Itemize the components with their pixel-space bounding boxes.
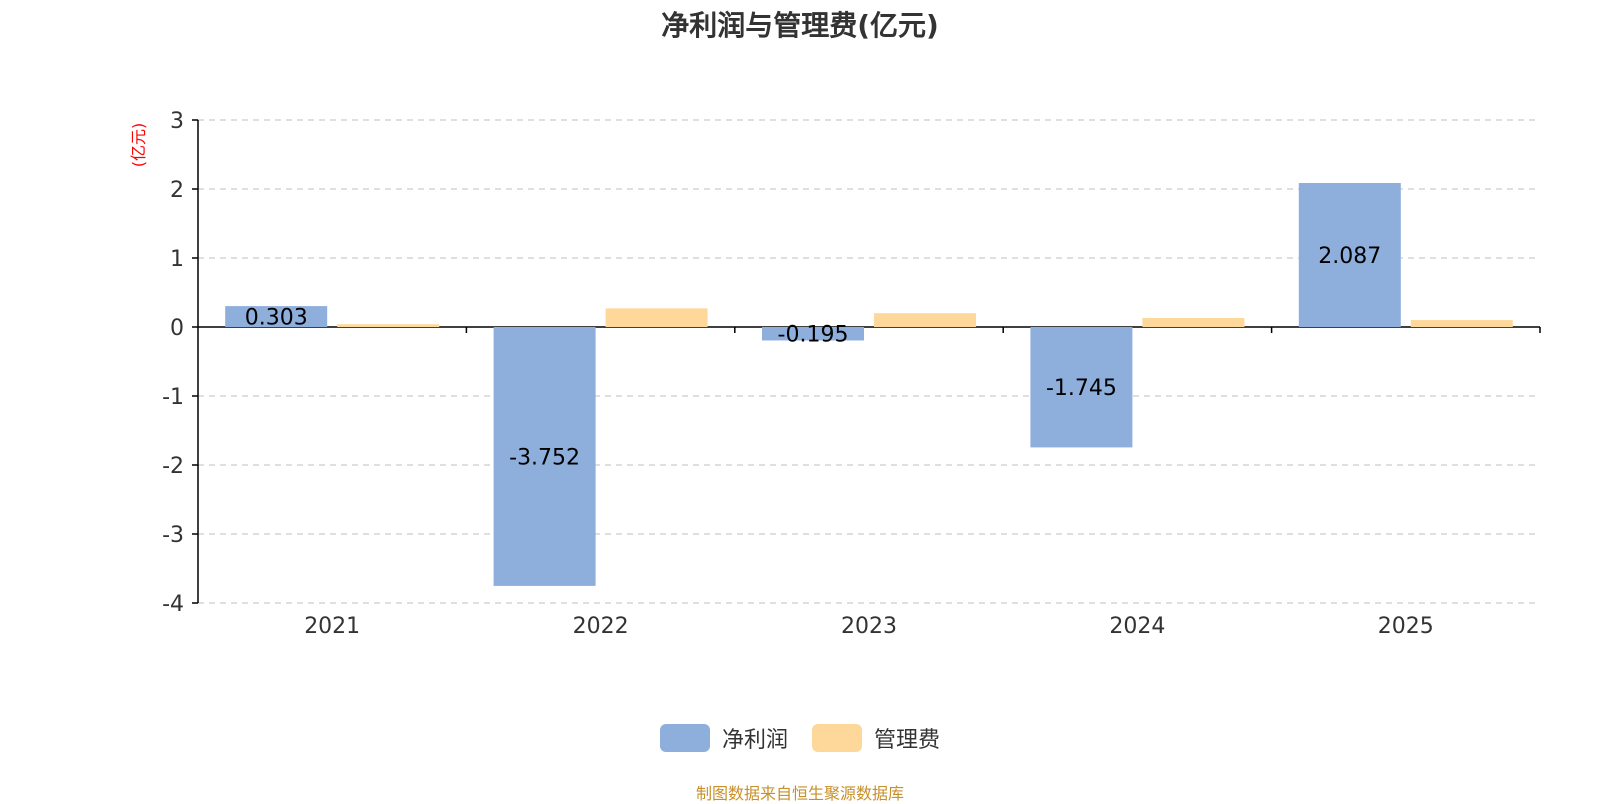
bar-admin-expense[interactable] [337,324,440,327]
x-tick-label: 2025 [1378,614,1434,639]
legend-item-admin-expense[interactable]: 管理费 [812,722,940,754]
y-tick-label: 3 [170,109,184,134]
data-labels: 0.303 -3.752 -0.195 -1.745 2.087 [245,244,1382,470]
y-tick-label: 0 [170,316,184,341]
legend-label-net-profit: 净利润 [721,728,788,753]
grid-lines [198,119,1540,604]
bar-net-profit[interactable] [762,327,864,341]
chart-title: 净利润与管理费(亿元) [661,9,939,42]
legend-swatch-admin-expense [812,724,862,752]
y-tick-label: -1 [162,385,184,410]
x-tick-label: 2021 [304,614,360,639]
y-tick-label: 1 [170,247,184,272]
y-tick-label: 2 [170,178,184,203]
x-tick-label: 2024 [1109,614,1165,639]
bar-admin-expense[interactable] [605,308,708,327]
bar-value-label: 0.303 [245,306,308,331]
data-source-note: 制图数据来自恒生聚源数据库 [695,784,904,803]
bar-admin-expense[interactable] [874,313,976,327]
bar-value-label: -1.745 [1046,376,1117,401]
bar-net-profit[interactable] [1298,182,1401,327]
bar-value-label: -3.752 [509,445,580,470]
bars [225,182,1513,586]
x-tick-label: 2023 [841,614,897,639]
y-axis-label: (亿元) [129,123,148,168]
y-tick-label: -4 [162,592,184,617]
x-tick-label: 2022 [573,614,629,639]
bar-net-profit[interactable] [1030,327,1133,448]
y-tick-label: -2 [162,454,184,479]
legend-item-net-profit[interactable]: 净利润 [659,722,788,754]
bar-value-label: -0.195 [778,323,849,348]
legend-swatch-net-profit [659,724,710,752]
bar-net-profit[interactable] [225,306,328,327]
legend: 净利润 管理费 [0,722,1600,754]
bar-net-profit[interactable] [493,327,596,586]
y-tick-label: -3 [162,523,184,548]
legend-label-admin-expense: 管理费 [874,728,941,753]
bar-admin-expense[interactable] [1410,320,1513,327]
bar-admin-expense[interactable] [1142,318,1245,327]
bar-value-label: 2.087 [1318,244,1381,269]
